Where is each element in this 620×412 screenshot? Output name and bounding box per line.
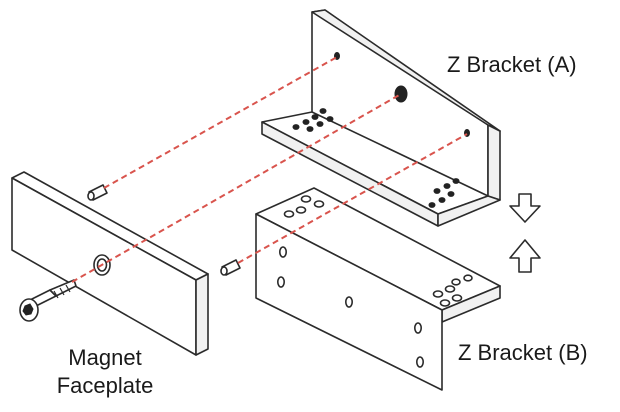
arrow-down-icon — [509, 193, 541, 223]
double-arrow-icon — [509, 193, 541, 273]
alignment-guide-lines — [71, 56, 468, 283]
guide-line-upper — [103, 56, 338, 189]
guide-line-lower — [237, 133, 468, 264]
flange-a-hole-cluster-right — [428, 178, 460, 208]
label-magnet-faceplate-line2: Faceplate — [56, 373, 154, 398]
label-z-bracket-b: Z Bracket (B) — [458, 340, 588, 365]
flange-a-hole-cluster-left — [292, 108, 334, 132]
label-z-bracket-a: Z Bracket (A) — [447, 52, 577, 77]
guide-line-middle — [71, 93, 402, 283]
dowel-pin-icon — [87, 184, 241, 276]
magnet-faceplate-icon — [11, 171, 209, 356]
z-bracket-a-icon — [261, 9, 501, 227]
label-magnet-faceplate-line1: Magnet — [68, 345, 142, 370]
screw-icon — [19, 279, 77, 322]
label-magnet-faceplate: Magnet Faceplate — [40, 344, 170, 400]
arrow-up-icon — [509, 239, 541, 273]
